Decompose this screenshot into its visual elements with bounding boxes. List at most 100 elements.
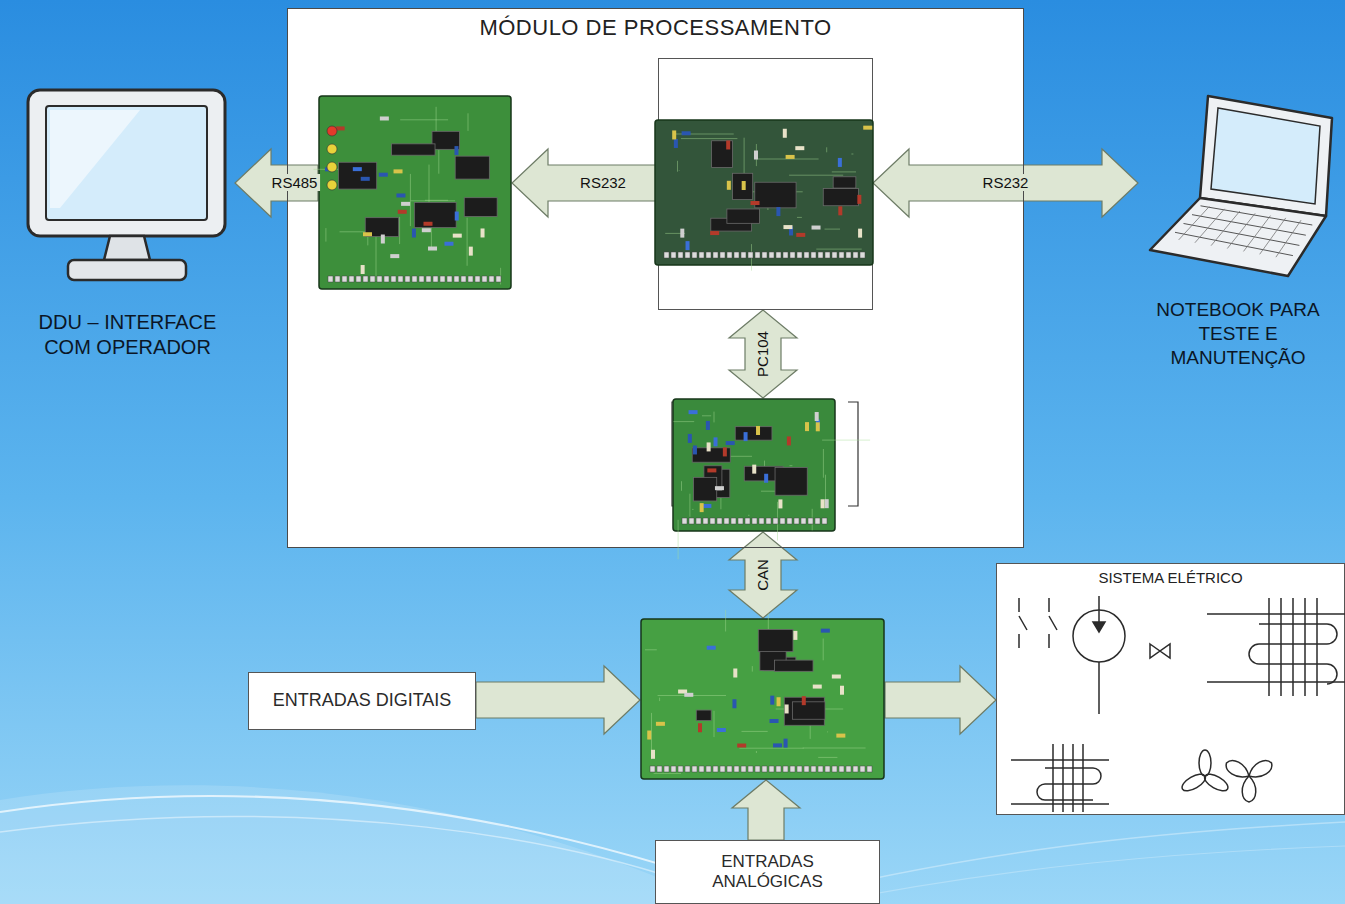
pcb-chip: [414, 202, 456, 227]
pcb-component: [394, 169, 403, 173]
pcb-component: [796, 233, 805, 237]
pcb-trace: [467, 218, 468, 266]
pcb-component: [793, 631, 797, 640]
pcb-component: [786, 155, 795, 159]
pcb-header-pin: [769, 766, 774, 772]
pcb-component: [707, 442, 711, 451]
pcb-component: [825, 499, 829, 508]
pcb-component: [698, 723, 702, 732]
system-panel: SISTEMA ELÉTRICO: [996, 563, 1345, 815]
pcb-header-pin: [783, 766, 788, 772]
pcb-header-pin: [731, 518, 736, 524]
pcb-header-pin: [752, 518, 757, 524]
pcb-header-pin: [482, 276, 487, 282]
pcb-component: [733, 669, 737, 678]
io-board: [640, 618, 885, 780]
pcb-header-pin: [703, 518, 708, 524]
board-picture: [654, 119, 874, 266]
pcb-component: [795, 146, 804, 150]
pcb-trace: [659, 698, 660, 702]
fan-blade: [1242, 776, 1256, 802]
board-picture: [640, 618, 885, 780]
laptop-key-col: [1195, 209, 1225, 243]
pcb-component: [770, 719, 779, 723]
pcb-chip: [758, 629, 793, 651]
pcb-component: [727, 181, 731, 190]
pcb-trace: [438, 150, 439, 174]
pcb-trace: [818, 757, 837, 758]
heater-lines: [1011, 760, 1109, 804]
pcb-component: [816, 422, 820, 431]
pcb-component: [412, 229, 416, 238]
pcb-header-pin: [860, 252, 865, 258]
pcb-chip: [464, 198, 497, 217]
pcb-header-pin: [370, 276, 375, 282]
pcb-component: [777, 697, 781, 706]
pcb-header-pin: [748, 766, 753, 772]
pcb-component: [380, 116, 389, 120]
pcb-component: [647, 731, 651, 740]
pcb-header-pin: [682, 518, 687, 524]
pcb-header-pin: [741, 252, 746, 258]
block-arrow: [235, 149, 318, 217]
pcb-header-pin: [468, 276, 473, 282]
pcb-component: [689, 410, 698, 414]
heater-coil: [1249, 624, 1337, 684]
monitor-icon: [20, 88, 235, 288]
pcb-component: [656, 722, 665, 726]
pcb-header-pin: [356, 276, 361, 282]
pcb-component: [783, 129, 787, 138]
pcb-component: [821, 499, 825, 508]
pcb-component: [363, 232, 372, 236]
pcb-header-pin: [811, 252, 816, 258]
pcb-header-pin: [727, 766, 732, 772]
pcb-component: [682, 131, 691, 135]
pcb-component: [481, 228, 485, 237]
pcb-header-pin: [650, 766, 655, 772]
pcb-component: [686, 241, 690, 250]
pcb-header-pin: [727, 252, 732, 258]
pcb-header-pin: [745, 518, 750, 524]
pcb-component: [744, 432, 748, 441]
pcb-component: [381, 235, 385, 244]
node-label: DDU – INTERFACE COM OPERADOR: [20, 310, 235, 360]
pcb-led: [327, 144, 337, 154]
pcb-component: [778, 499, 782, 508]
heater-grid: [1269, 598, 1317, 696]
pcb-component: [726, 140, 730, 149]
block-arrow: [512, 149, 658, 217]
input-box: ENTRADAS DIGITAIS: [248, 672, 476, 730]
pcb-trace: [827, 731, 828, 732]
pcb-component: [784, 739, 788, 748]
pcb-header-pin: [797, 252, 802, 258]
pcb-header-pin: [384, 276, 389, 282]
pcb-component: [821, 629, 830, 633]
pcb-component: [651, 750, 655, 759]
pcb-trace: [748, 515, 750, 516]
pcb-component: [453, 234, 462, 238]
pcb-component: [858, 229, 862, 238]
pcb-component: [773, 743, 782, 747]
pcb-component: [707, 468, 716, 472]
pcb-trace: [702, 415, 711, 416]
pcb-trace: [679, 170, 680, 172]
pcb-trace: [803, 748, 866, 749]
laptop-key-col: [1227, 213, 1255, 248]
pcb-header-pin: [811, 766, 816, 772]
pcb-component: [693, 445, 697, 454]
pcb-component: [379, 173, 388, 177]
heater-grid: [1053, 744, 1083, 812]
valve-symbol: [1150, 644, 1170, 658]
pcb-component: [710, 231, 719, 235]
pcb-trace: [681, 481, 682, 491]
pcb-header-pin: [664, 252, 669, 258]
fan-blade: [1199, 750, 1211, 776]
pcb-header-pin: [419, 276, 424, 282]
pcb-component: [444, 242, 453, 246]
pcb-header-pin: [769, 252, 774, 258]
pcb-component: [361, 265, 365, 274]
pcb-header-pin: [867, 766, 872, 772]
pcb-header-pin: [822, 518, 827, 524]
pcb-header-pin: [818, 766, 823, 772]
